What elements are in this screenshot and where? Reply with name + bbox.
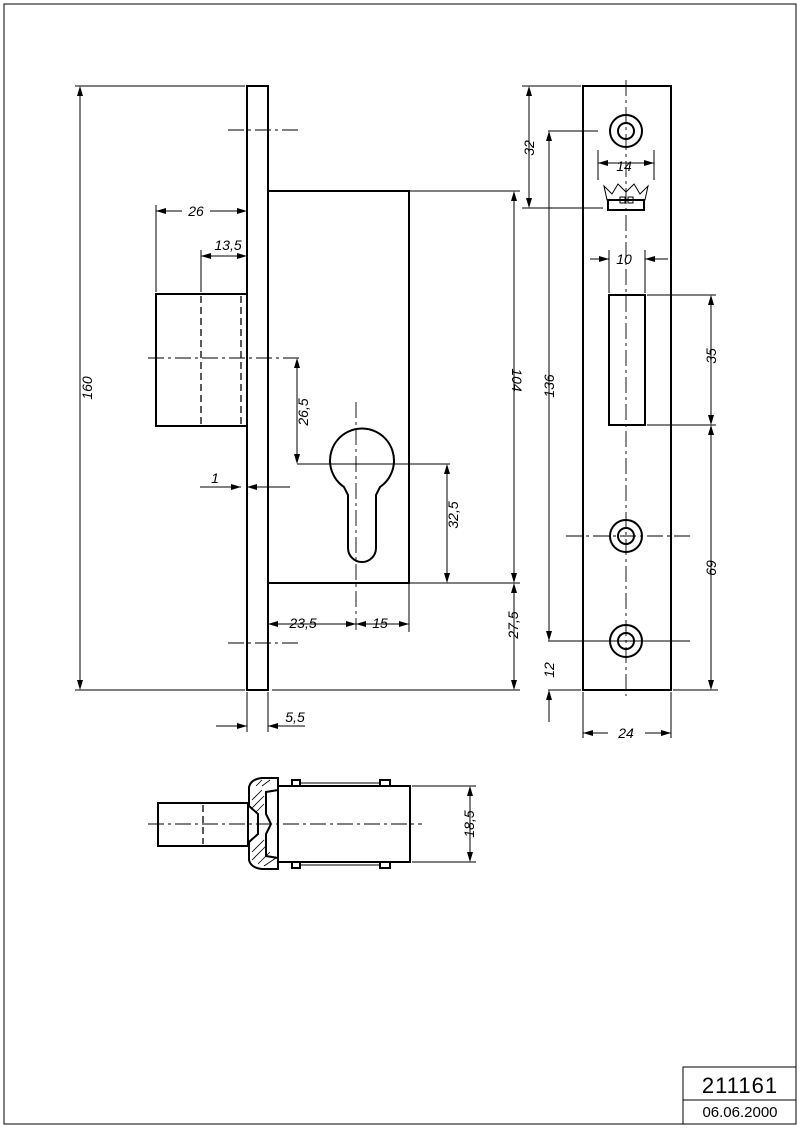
bolt-section-view: 18,5 (148, 777, 477, 870)
dim-cylinder-centre: 32,5 (445, 501, 461, 528)
dim-strike-lower-span: 69 (703, 560, 719, 576)
strike-plate-view: 32 14 10 35 136 69 12 (521, 80, 719, 741)
dim-backset-to-bolt: 26,5 (295, 398, 311, 426)
latch-bolt (155, 293, 247, 427)
drawing-number: 211161 (702, 1073, 778, 1098)
sheet-border (3, 3, 797, 1125)
dim-backset: 23,5 (288, 615, 316, 631)
cylinder-cutout (329, 427, 395, 563)
lock-front-view: 160 26 13,5 1 26,5 104 32,5 (75, 85, 525, 732)
dim-strike-slot-height: 35 (703, 348, 719, 364)
drawing-date: 06.06.2000 (702, 1104, 777, 1121)
dim-faceplate-gap: 1 (211, 470, 219, 486)
dim-cylinder-half: 15 (372, 615, 388, 631)
dim-case-height: 104 (509, 368, 525, 392)
dim-strike-width: 24 (617, 725, 634, 741)
dim-strike-top: 32 (521, 140, 537, 156)
dim-bottom-offset: 27,5 (505, 611, 521, 639)
dim-strike-screw-span: 136 (541, 374, 557, 398)
dim-strike-slot-width: 10 (616, 251, 632, 267)
dim-faceplate-thickness: 5,5 (285, 709, 305, 725)
bolt-tongue (157, 802, 249, 847)
lock-case (267, 190, 410, 584)
dim-bolt-diameter: 18,5 (461, 810, 477, 837)
dim-strike-bottom: 12 (541, 662, 557, 678)
dim-bolt-throw: 26 (187, 203, 204, 219)
bolt-collar-section (248, 777, 279, 870)
faceplate (246, 85, 269, 691)
dim-crown-width: 14 (616, 158, 632, 174)
strike-plate (582, 85, 672, 691)
dim-overall-height: 160 (79, 376, 95, 400)
strike-slot (608, 294, 646, 426)
title-block: 211161 06.06.2000 (682, 1066, 797, 1125)
crown-icon (603, 183, 649, 211)
dim-bolt-offset: 13,5 (214, 237, 241, 253)
